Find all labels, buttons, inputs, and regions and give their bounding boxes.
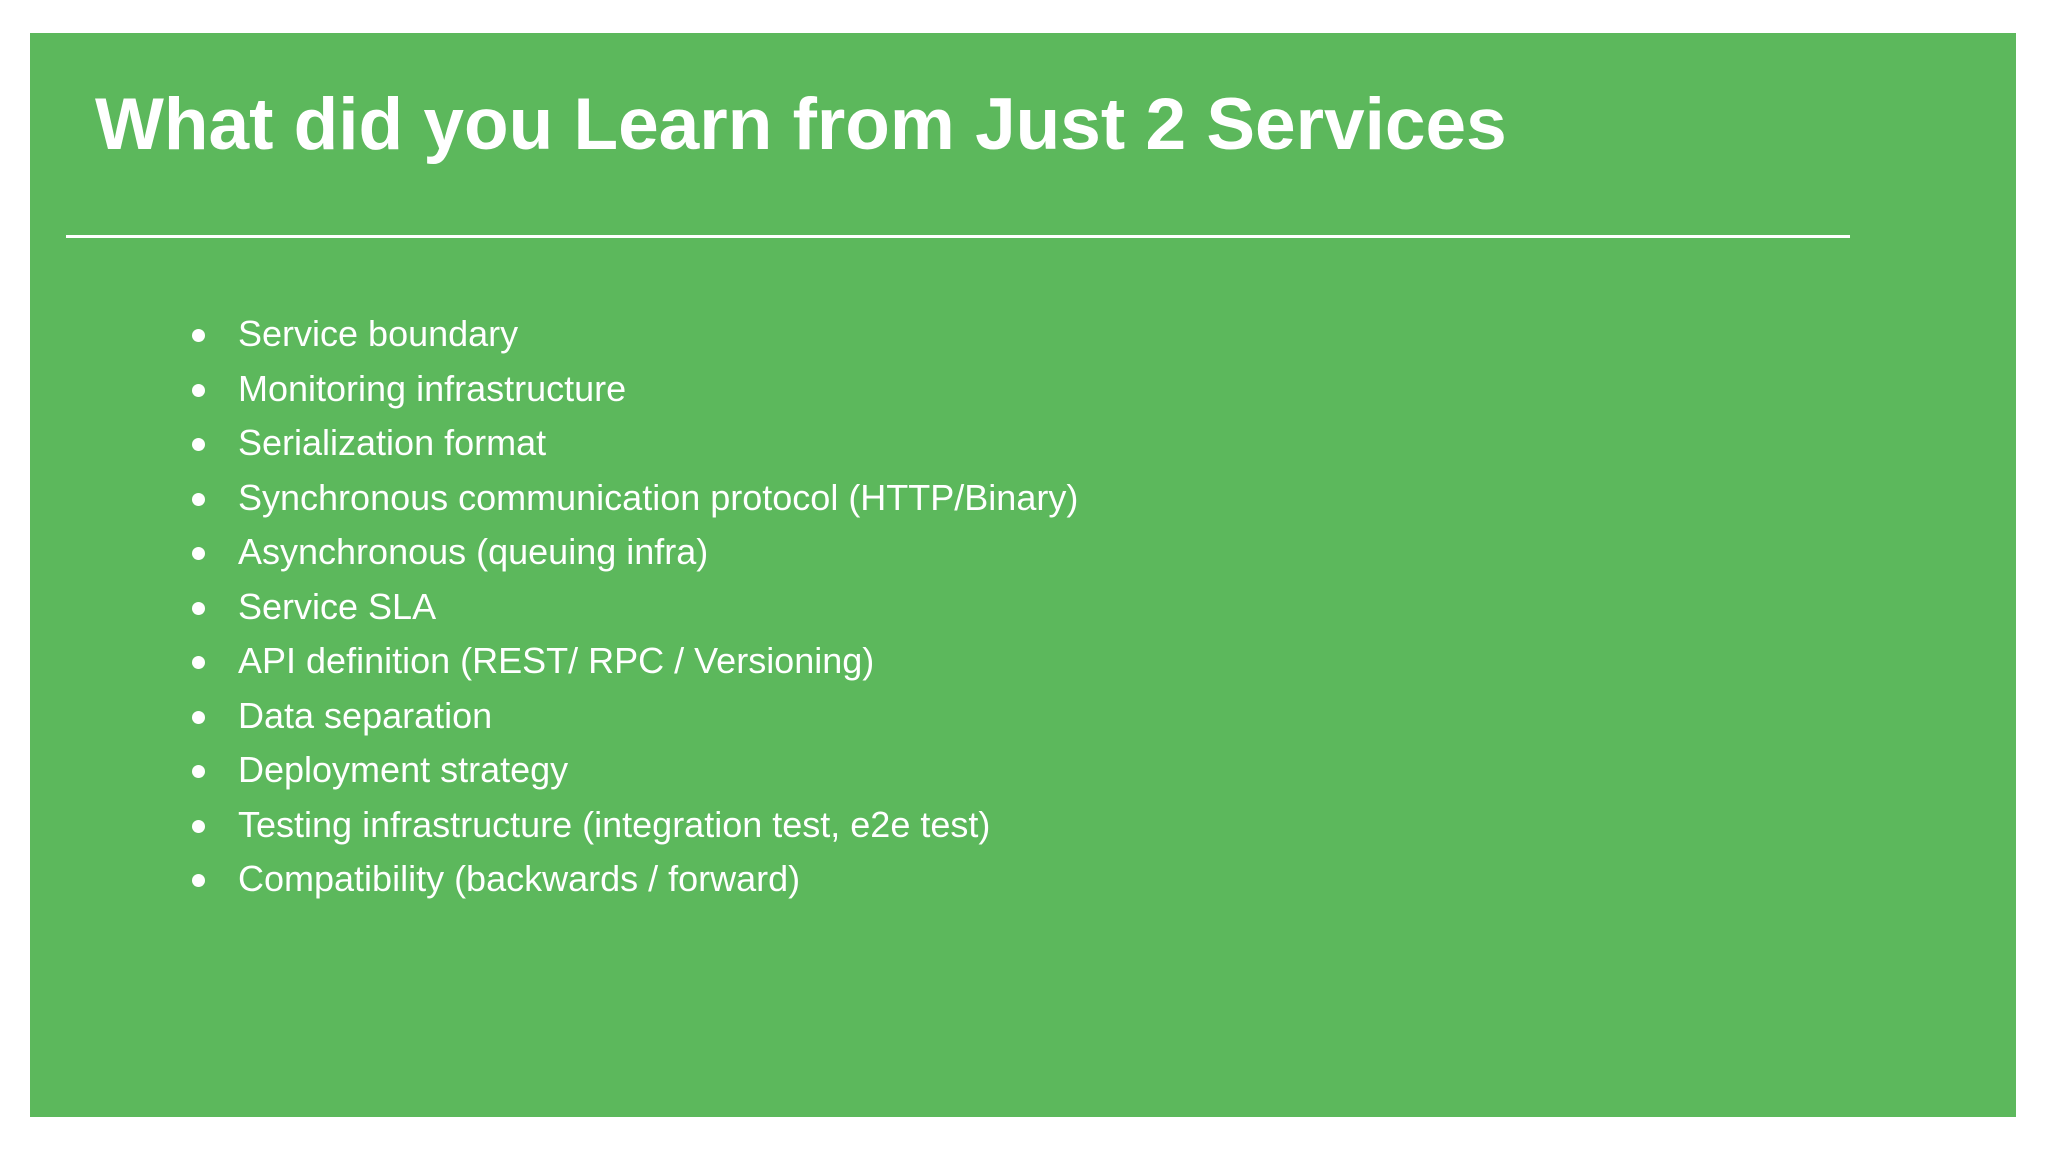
list-item: Service boundary <box>192 307 1078 362</box>
bullet-dot-icon <box>192 765 205 778</box>
bullet-dot-icon <box>192 819 205 833</box>
list-item: Data separation <box>192 689 1078 744</box>
bullet-dot-icon <box>192 710 205 724</box>
bullet-dot-icon <box>192 329 205 342</box>
list-item: Testing infrastructure (integration test… <box>192 798 1078 853</box>
title-divider <box>66 235 1850 238</box>
list-item-text: Synchronous communication protocol (HTTP… <box>238 476 1079 518</box>
list-item: Synchronous communication protocol (HTTP… <box>192 471 1078 526</box>
list-item: Service SLA <box>192 580 1078 635</box>
bullet-dot-icon <box>192 383 205 397</box>
list-item-text: API definition (REST/ RPC / Versioning) <box>238 640 875 681</box>
list-item-text: Testing infrastructure (integration test… <box>238 803 991 845</box>
list-item-text: Service boundary <box>238 313 519 354</box>
list-item-text: Service SLA <box>238 585 437 627</box>
list-item-text: Asynchronous (queuing infra) <box>238 531 709 572</box>
bullet-dot-icon <box>192 547 205 560</box>
list-item: Compatibility (backwards / forward) <box>192 852 1078 907</box>
bullet-dot-icon <box>192 492 205 506</box>
list-item: Monitoring infrastructure <box>192 362 1078 417</box>
list-item-text: Data separation <box>238 694 493 736</box>
slide: What did you Learn from Just 2 Services … <box>30 33 2016 1117</box>
slide-title: What did you Learn from Just 2 Services <box>95 84 1507 165</box>
bullet-dot-icon <box>192 438 205 451</box>
list-item-text: Monitoring infrastructure <box>238 367 627 409</box>
bullet-list: Service boundary Monitoring infrastructu… <box>192 307 1078 907</box>
list-item: API definition (REST/ RPC / Versioning) <box>192 634 1078 689</box>
list-item-text: Compatibility (backwards / forward) <box>238 858 801 899</box>
list-item: Serialization format <box>192 416 1078 471</box>
list-item-text: Serialization format <box>238 422 547 463</box>
bullet-dot-icon <box>192 601 205 615</box>
list-item: Deployment strategy <box>192 743 1078 798</box>
bullet-dot-icon <box>192 874 205 887</box>
bullet-dot-icon <box>192 656 205 669</box>
list-item-text: Deployment strategy <box>238 749 569 790</box>
list-item: Asynchronous (queuing infra) <box>192 525 1078 580</box>
